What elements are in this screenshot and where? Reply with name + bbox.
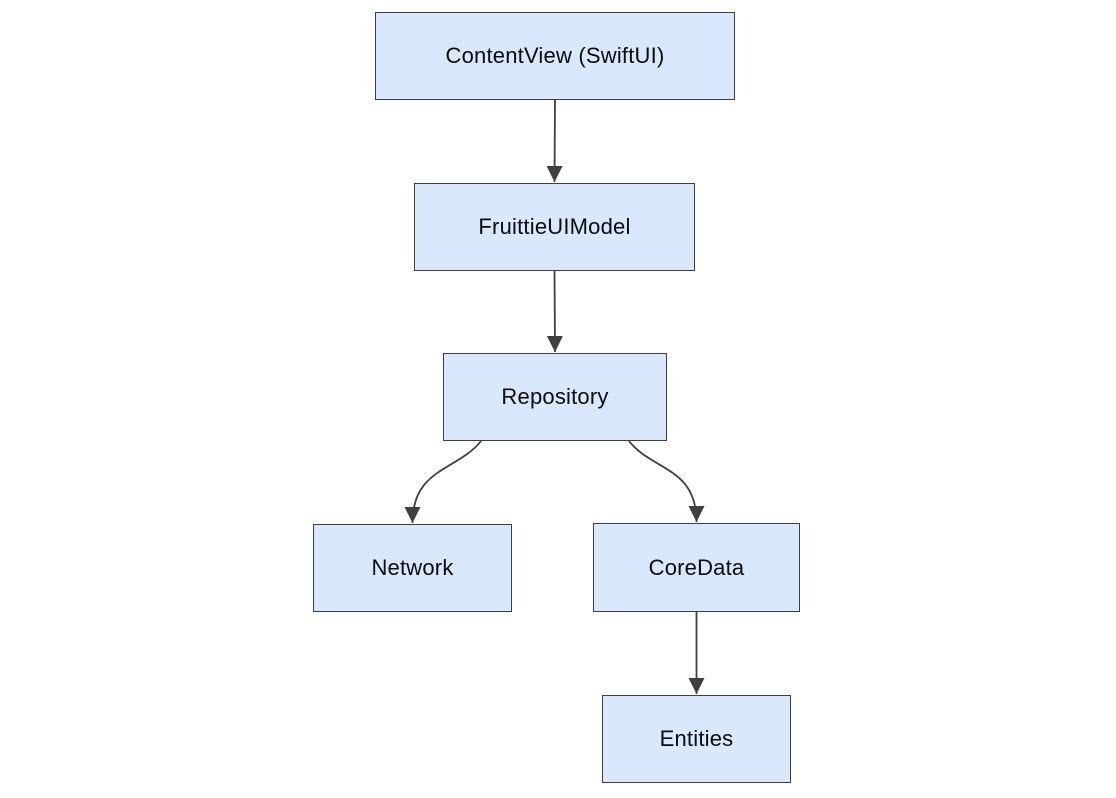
node-label: Network (371, 555, 454, 580)
node-repository: Repository (443, 353, 667, 441)
edge-repository-coredata (628, 440, 705, 523)
node-label: CoreData (648, 554, 745, 580)
edge-fruittieuimodel-repository (546, 270, 563, 353)
node-label: Entities (659, 726, 734, 751)
node-fruittieuimodel: FruittieUIModel (414, 183, 695, 271)
edge-contentview-fruittieuimodel (546, 99, 563, 183)
edge-repository-network (404, 440, 482, 524)
node-coredata: CoreData (593, 523, 800, 612)
node-entities: Entities (602, 695, 791, 783)
node-contentview: ContentView (SwiftUI) (375, 12, 735, 100)
node-label: FruittieUIModel (478, 214, 631, 239)
node-label: ContentView (SwiftUI) (445, 43, 665, 68)
node-network: Network (313, 524, 512, 612)
node-label: Repository (501, 384, 609, 409)
